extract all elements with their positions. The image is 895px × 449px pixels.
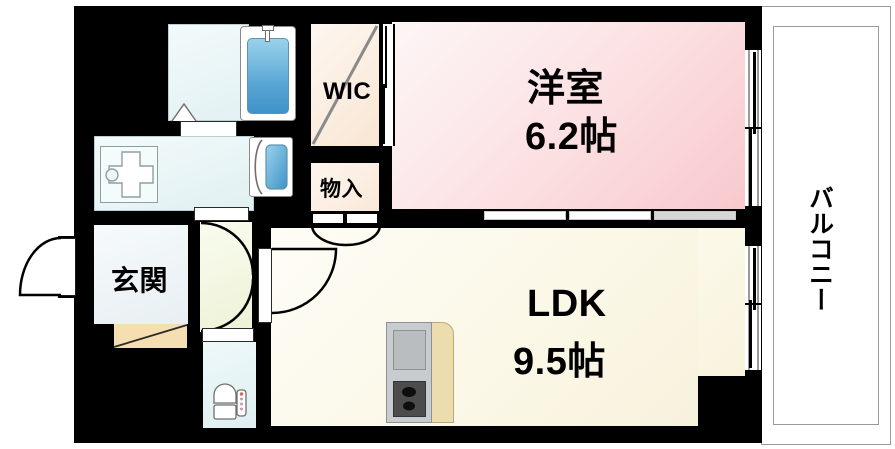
entrance-door-leaf[interactable] bbox=[60, 238, 76, 296]
room-bathroom bbox=[168, 24, 249, 121]
room-ldk bbox=[271, 228, 698, 426]
bedroom-window-sash-b bbox=[749, 128, 752, 206]
monoire-door-swing-icon bbox=[310, 224, 382, 247]
ldk-window-sash-a bbox=[753, 248, 756, 310]
hallway-door-panel-bottom[interactable] bbox=[202, 328, 254, 342]
bathroom-door[interactable] bbox=[180, 121, 237, 137]
bathtub-spout-icon bbox=[265, 30, 270, 42]
kitchen-counter-wood bbox=[431, 322, 454, 423]
genkan-label: 玄関 bbox=[111, 265, 169, 296]
bedroom-window-sash-a bbox=[753, 52, 756, 134]
toilet-door-swing-icon bbox=[200, 278, 255, 333]
washroom-door-swing-icon bbox=[200, 221, 255, 276]
wic-label: WIC bbox=[323, 78, 372, 105]
kitchen-stove-burners-icon bbox=[402, 387, 416, 411]
yoshitsu-size-label: 6.2帖 bbox=[525, 116, 618, 158]
entrance-door-swing-icon bbox=[18, 236, 62, 297]
bath-drain-icon bbox=[171, 102, 197, 122]
room-monoire bbox=[311, 163, 379, 211]
wic-door-leaf-line-b bbox=[383, 84, 385, 144]
monoire-label: 物入 bbox=[320, 178, 363, 201]
kitchen-sink bbox=[393, 330, 426, 370]
plan-notch-bottom-right bbox=[698, 376, 762, 443]
genkan-step-diagonal-icon bbox=[113, 324, 188, 348]
partition-panel-2[interactable] bbox=[569, 211, 651, 220]
room-ldk-right-extension bbox=[698, 228, 745, 376]
washroom-door-panel[interactable] bbox=[194, 207, 249, 221]
wic-hanger-rod-icon bbox=[311, 25, 379, 145]
bedroom-window-mullion bbox=[745, 127, 761, 129]
kitchen-stove bbox=[393, 381, 426, 417]
washing-machine-icon bbox=[105, 151, 154, 198]
monoire-door-panel-right[interactable] bbox=[345, 212, 379, 225]
ldk-window-mullion bbox=[745, 303, 761, 305]
wic-door-leaf-line-a bbox=[385, 26, 387, 88]
ldk-entry-door-leaf[interactable] bbox=[258, 248, 272, 323]
room-genkan bbox=[94, 225, 188, 324]
balcony-label: バルコニー bbox=[805, 185, 834, 313]
yoshitsu-name-label: 洋室 bbox=[527, 68, 605, 110]
monoire-door-panel-left[interactable] bbox=[311, 212, 345, 225]
partition-panel-1[interactable] bbox=[484, 211, 566, 220]
ldk-window-frame-b bbox=[757, 246, 759, 370]
ldk-size-label: 9.5帖 bbox=[513, 341, 606, 383]
toilet-icon bbox=[213, 383, 247, 420]
ldk-entry-door-swing-icon bbox=[271, 247, 338, 315]
room-yoshitsu bbox=[392, 22, 745, 209]
partition-panel-3[interactable] bbox=[654, 211, 736, 220]
ldk-name-label: LDK bbox=[527, 283, 607, 325]
washbasin-icon bbox=[254, 139, 288, 195]
balcony-inner-frame bbox=[773, 26, 879, 425]
ldk-window-sash-b bbox=[749, 300, 752, 368]
hallway bbox=[200, 222, 252, 332]
bathtub-basin bbox=[247, 38, 289, 114]
